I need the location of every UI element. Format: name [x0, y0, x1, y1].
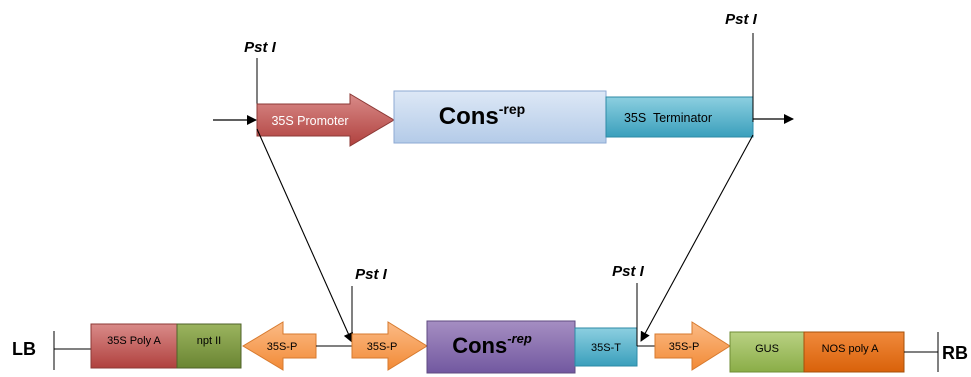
gus-label: GUS: [755, 343, 779, 355]
pst-site-top-right-label: Pst I: [725, 11, 758, 28]
promoter-35s-reverse-arrow: [242, 321, 317, 371]
pst-site-bottom-left-label: Pst I: [355, 266, 388, 283]
cons-rep-top-label: Cons-rep: [439, 101, 525, 130]
terminator-35s-bottom-box: [574, 327, 638, 367]
promoter-35s-gus-arrow: [654, 321, 731, 371]
promoter-35s-gus-label: 35S-P: [669, 341, 700, 353]
nptii-box: [176, 323, 242, 369]
cons-rep-bottom-base: Cons: [452, 333, 507, 358]
promoter-35s-forward-arrow: [351, 321, 428, 371]
cons-rep-top-superscript: -rep: [499, 101, 525, 117]
nos-polya-box: [803, 331, 905, 373]
promoter-35s-forward-label: 35S-P: [367, 341, 398, 353]
gus-box: [729, 331, 805, 373]
terminator-35s-label: 35S Terminator: [624, 111, 712, 125]
polya-35s-box: [90, 323, 178, 369]
excision-arrow-left: [256, 128, 353, 343]
cons-rep-top-box: [393, 90, 607, 144]
promoter-35s-label: 35S Promoter: [271, 114, 348, 128]
cons-rep-bottom-superscript: -rep: [507, 331, 532, 346]
pst-site-bottom-right-label: Pst I: [612, 263, 645, 280]
cons-rep-top-base: Cons: [439, 103, 499, 130]
cons-rep-bottom-label: Cons-rep: [452, 331, 532, 358]
right-border-label: RB: [942, 343, 968, 363]
pst-site-top-left-label: Pst I: [244, 39, 277, 56]
terminator-35s-bottom-label: 35S-T: [591, 342, 621, 354]
nos-polya-label: NOS poly A: [822, 343, 880, 355]
left-border-label: LB: [12, 339, 36, 359]
excision-arrow-right: [640, 134, 754, 342]
promoter-35s-arrow: [256, 93, 395, 147]
promoter-35s-reverse-label: 35S-P: [267, 341, 298, 353]
nptii-label: npt II: [197, 335, 221, 347]
cons-rep-bottom-box: [426, 320, 576, 374]
polya-35s-label: 35S Poly A: [107, 335, 161, 347]
